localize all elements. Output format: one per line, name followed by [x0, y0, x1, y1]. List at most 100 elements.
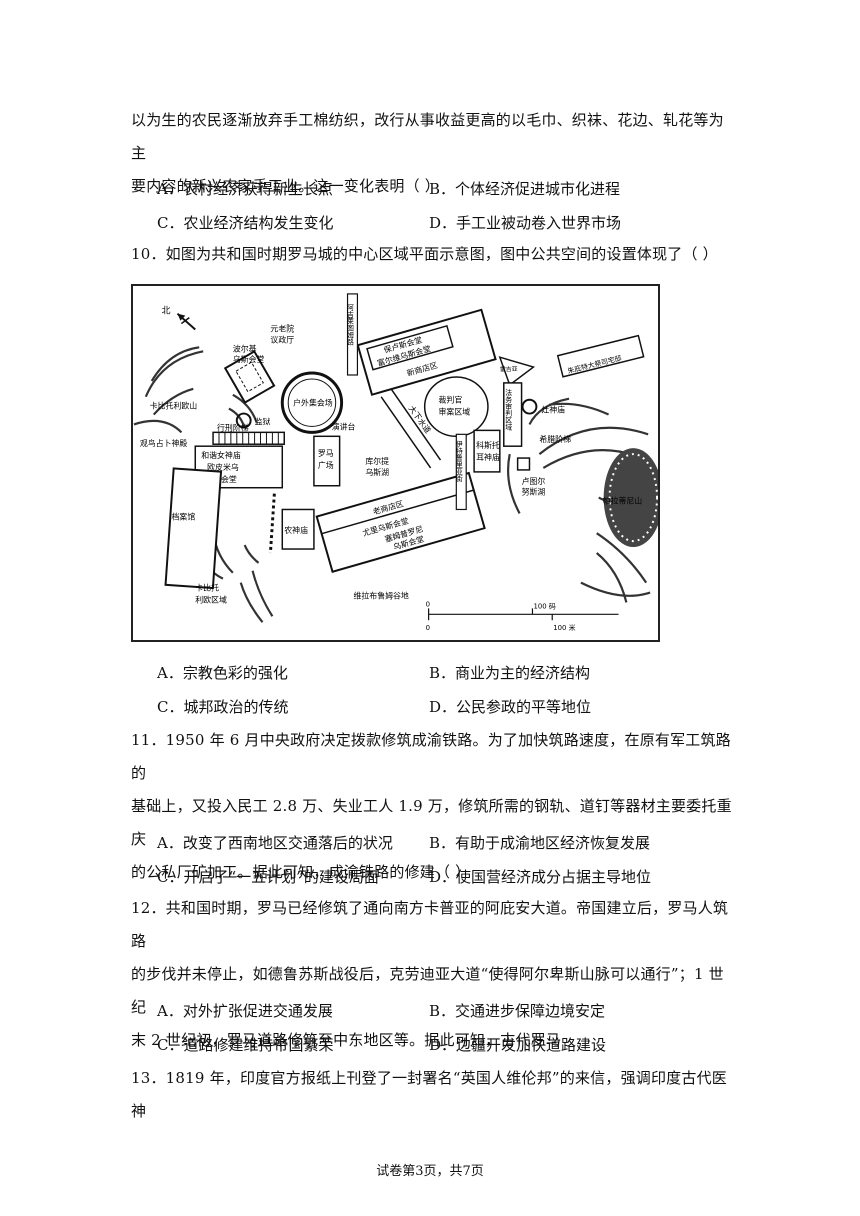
q11-option-c[interactable]: C．开启了“一五计划”的建设局面 — [157, 868, 379, 886]
senate-building — [223, 350, 276, 404]
regia-triangle — [498, 356, 536, 387]
q9-option-d[interactable]: D．手工业被动卷入世界市场 — [429, 214, 622, 232]
vestal-house — [556, 334, 645, 378]
q12-option-b[interactable]: B．交通进步保障边境安定 — [429, 1002, 606, 1020]
palatine-dark — [603, 448, 658, 548]
saturn-label: 农神庙 — [284, 525, 308, 535]
q10-options-row-2: C．城邦政治的传统 D．公民参政的平等地位 — [157, 696, 737, 726]
q11-option-b[interactable]: B．有助于成渝地区经济恢复发展 — [429, 834, 651, 852]
auspices-label: 观鸟占卜神殿 — [140, 438, 188, 448]
curtius-label: 库尔提 — [365, 456, 389, 466]
senate-label: 元老院 — [270, 323, 294, 333]
julia-basilica: 老商店区 尤里乌斯会堂 塞姆普罗尼 乌斯会堂 — [315, 471, 486, 573]
q9-options-row-1: A．农村经济获得新生长点 B．个体经济促进城市化进程 — [157, 178, 737, 208]
q11-line-2: 基础上，又投入民工 2.8 万、失业工人 1.9 万，修筑所需的钢轨、道钉等器材… — [131, 797, 732, 848]
assembly-circle — [280, 371, 344, 434]
forum-label-2: 广场 — [318, 460, 334, 470]
rostra-label: 演讲台 — [332, 421, 356, 431]
cluster-label: 卢图尔 — [522, 476, 546, 486]
q10-options-row-1: A．宗教色彩的强化 B．商业为主的经济结构 — [157, 662, 737, 692]
q12-options-row-1: A．对外扩张促进交通发展 B．交通进步保障边境安定 — [157, 1000, 737, 1030]
page-footer: 试卷第3页，共7页 — [376, 1164, 484, 1179]
q12-option-a[interactable]: A．对外扩张促进交通发展 — [157, 1002, 333, 1020]
q11-option-a[interactable]: A．改变了西南地区交通落后的状况 — [157, 834, 393, 852]
castor-temple — [473, 429, 501, 473]
janus-area — [503, 382, 523, 447]
q11-options-row-1: A．改变了西南地区交通落后的状况 B．有助于成渝地区经济恢复发展 — [157, 832, 737, 862]
q9-options-row-2: C．农业经济结构发生变化 D．手工业被动卷入世界市场 — [157, 212, 737, 242]
q10-stem: 10．如图为共和国时期罗马城的中心区域平面示意图，图中公共空间的设置体现了（ ） — [131, 245, 718, 263]
q12-line-2: 的步伐并未停止，如德鲁苏斯战役后，克劳迪亚大道“使得阿尔卑斯山脉可以通行”；1 … — [131, 965, 724, 1016]
q9-option-b[interactable]: B．个体经济促进城市化进程 — [429, 180, 621, 198]
q9-line-2: 要内容的新兴农家手工业。这一变化表明（ ） — [131, 177, 440, 195]
vesta-temple-icon — [521, 398, 538, 415]
map-svg: 北 — [133, 293, 658, 632]
q11-options-row-2: C．开启了“一五计划”的建设局面 D．使国营经济成分占据主导地位 — [157, 866, 737, 896]
porcius-label-2: 乌斯会堂 — [233, 354, 265, 364]
archive-label: 档案馆 — [172, 511, 196, 521]
archive-building — [164, 467, 223, 590]
forum-area — [313, 435, 341, 487]
via-sacra-road — [380, 388, 442, 469]
stairs-label: 行刑阶梯 — [217, 422, 249, 432]
q11-line-3: 的公私厂矿加工。据此可知，成渝铁路的修建（ ） — [131, 863, 471, 881]
north-label: 北 — [162, 306, 171, 317]
tuscus-label: 伊特鲁里亚街 — [454, 439, 462, 483]
janus-label: 法务审判区域 — [504, 388, 512, 431]
q10-option-c[interactable]: C．城邦政治的传统 — [157, 698, 289, 716]
senate-label-2: 议政厅 — [270, 334, 294, 344]
q12-line-3: 末 2 世纪初，罗马道路修筑至中东地区等。据此可知，古代罗马 — [131, 1031, 562, 1049]
court-label-2: 审案区域 — [439, 407, 471, 417]
scale-yard-label: 100 码 — [533, 602, 555, 610]
forum-label: 罗马 — [318, 449, 334, 458]
q13-line-1: 13．1819 年，印度官方报纸上刊登了一封署名“英国人维伦邦”的来信，强调印度… — [131, 1069, 727, 1120]
argiletum-road — [346, 293, 359, 376]
capitol-area-label-2: 利欧区域 — [195, 594, 227, 604]
concord-label-2: 欧皮米乌 — [207, 462, 239, 472]
tuscus-road — [455, 433, 467, 511]
castor-label: 科斯托 — [476, 440, 500, 450]
q13-text: 13．1819 年，印度官方报纸上刊登了一封署名“英国人维伦邦”的来信，强调印度… — [131, 1062, 736, 1128]
scale-zero-top: 0 — [426, 600, 430, 608]
q11-text: 11．1950 年 6 月中央政府决定拨款修筑成渝铁路。为了加快筑路速度，在原有… — [131, 724, 736, 889]
scale-zero-bottom: 0 — [426, 624, 430, 632]
rome-forum-map: 北 — [131, 284, 660, 642]
q11-option-d[interactable]: D．使国营经济成分占据主导地位 — [429, 868, 652, 886]
saturn-temple — [281, 508, 315, 550]
castor-label-2: 耳神庙 — [476, 452, 500, 462]
argiletum-label: 阿吉莱图姆路 — [346, 303, 354, 347]
prison-label: 监狱 — [255, 416, 271, 426]
capitol-area-label: 卡比托 — [195, 583, 219, 593]
scale-bar — [428, 608, 619, 621]
scale-meter-label: 100 米 — [553, 623, 575, 632]
q12-line-1: 12．共和国时期，罗马已经修筑了通向南方卡普亚的阿庇安大道。帝国建立后，罗马人筑… — [131, 899, 729, 950]
vesta-temple-label: 灶神庙 — [541, 405, 565, 415]
q12-option-c[interactable]: C．道路修建维持帝国繁荣 — [157, 1036, 334, 1054]
concord-label: 和谐女神庙 — [201, 450, 241, 460]
prison-icon — [235, 412, 252, 429]
capitoline-label: 卡比托利欧山 — [150, 401, 198, 411]
q12-option-d[interactable]: D．边疆开发加快道路建设 — [429, 1036, 607, 1054]
assembly-label: 户外集会场 — [293, 398, 333, 408]
north-arrow-icon — [176, 312, 196, 331]
velabrum-label: 维拉布鲁姆谷地 — [353, 590, 408, 600]
q11-line-1: 11．1950 年 6 月中央政府决定拨款修筑成渝铁路。为了加快筑路速度，在原有… — [131, 731, 731, 782]
q10-option-a[interactable]: A．宗教色彩的强化 — [157, 664, 288, 682]
q12-options-row-2: C．道路修建维持帝国繁荣 D．边疆开发加快道路建设 — [157, 1034, 737, 1064]
concord-label-3: 斯会堂 — [213, 474, 237, 484]
q9-line-1: 以为生的农民逐渐放弃手工棉纺织，改行从事收益更高的以毛巾、织袜、花边、轧花等为主 — [131, 111, 724, 162]
stairs2-label: 希腊阶梯 — [539, 434, 571, 444]
cluster-label-2: 努斯湖 — [522, 487, 546, 497]
porcius-label: 波尔基 — [233, 343, 257, 353]
q9-option-a[interactable]: A．农村经济获得新生长点 — [157, 180, 333, 198]
q10-option-b[interactable]: B．商业为主的经济结构 — [429, 664, 591, 682]
regia-label: 雷吉亚 — [500, 366, 518, 373]
q9-text: 以为生的农民逐渐放弃手工棉纺织，改行从事收益更高的以毛巾、织袜、花边、轧花等为主… — [131, 104, 736, 203]
curtius-label-2: 乌斯湖 — [365, 467, 389, 477]
palatine-label: 帕拉蒂尼山 — [603, 496, 643, 506]
q10-option-d[interactable]: D．公民参政的平等地位 — [429, 698, 592, 716]
paulli-basilica: 保卢斯会堂 富尔维乌斯会堂 新商店区 — [356, 308, 497, 396]
q9-option-c[interactable]: C．农业经济结构发生变化 — [157, 214, 334, 232]
q12-text: 12．共和国时期，罗马已经修筑了通向南方卡普亚的阿庇安大道。帝国建立后，罗马人筑… — [131, 892, 736, 1057]
